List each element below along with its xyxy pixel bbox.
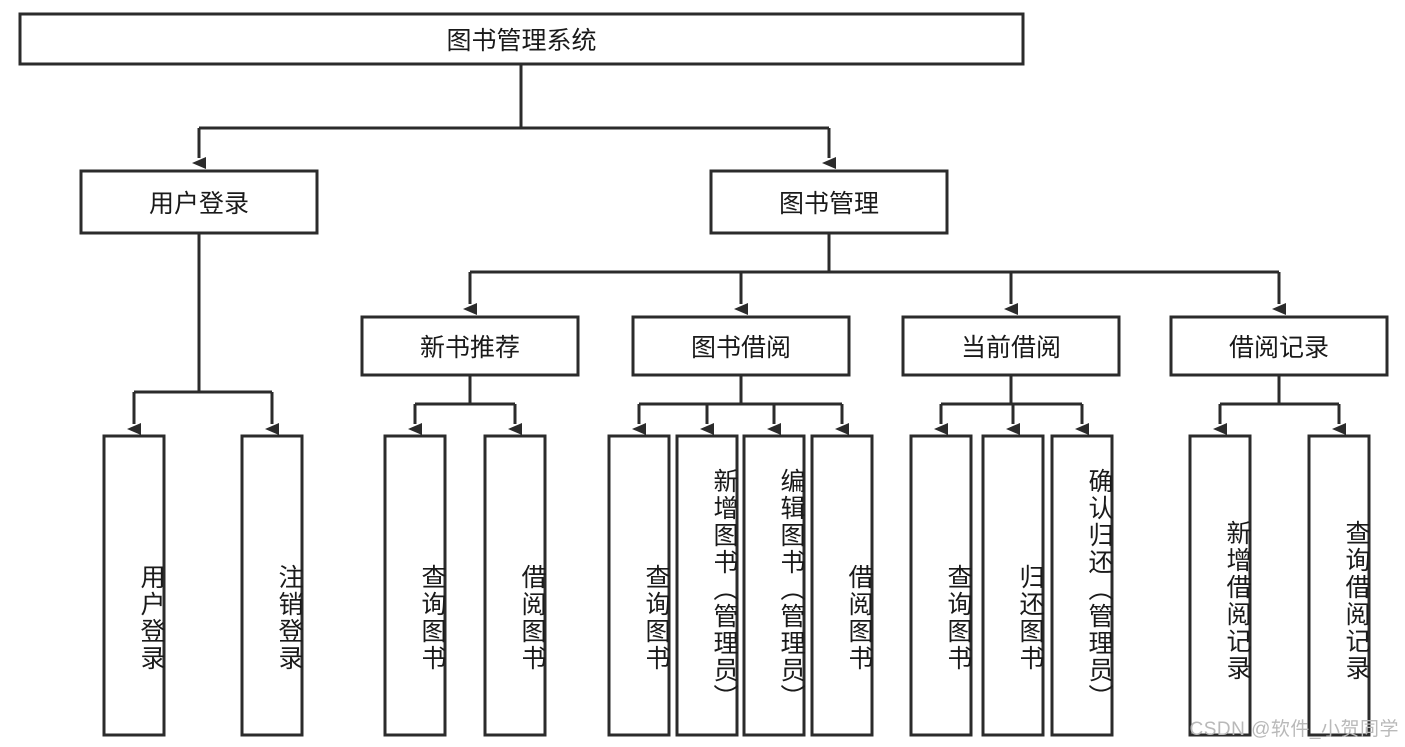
leaf-box-book-borrow-2	[742, 434, 806, 737]
leaf-box-book-borrow-3	[810, 434, 874, 737]
leaf-box-new-book-rec-0	[383, 434, 447, 737]
leaf-box-borrow-record-0	[1188, 434, 1252, 737]
leaf-box-borrow-record-1	[1307, 434, 1371, 737]
node-box-book-borrow	[631, 315, 851, 377]
node-box-root	[18, 12, 1025, 66]
node-box-book-manage	[709, 169, 949, 235]
leaf-box-book-borrow-1	[675, 434, 739, 737]
watermark-text: CSDN @软件_小贺同学	[1189, 719, 1399, 740]
leaf-box-current-borrow-2	[1050, 434, 1114, 737]
leaf-box-user-login-0	[102, 434, 166, 737]
node-box-new-book-rec	[360, 315, 580, 377]
leaf-box-current-borrow-0	[909, 434, 973, 737]
leaf-box-new-book-rec-1	[483, 434, 547, 737]
leaf-box-current-borrow-1	[981, 434, 1045, 737]
leaf-box-user-login-1	[240, 434, 304, 737]
node-box-borrow-record	[1169, 315, 1389, 377]
node-box-current-borrow	[901, 315, 1121, 377]
node-box-user-login	[79, 169, 319, 235]
leaf-box-book-borrow-0	[607, 434, 671, 737]
